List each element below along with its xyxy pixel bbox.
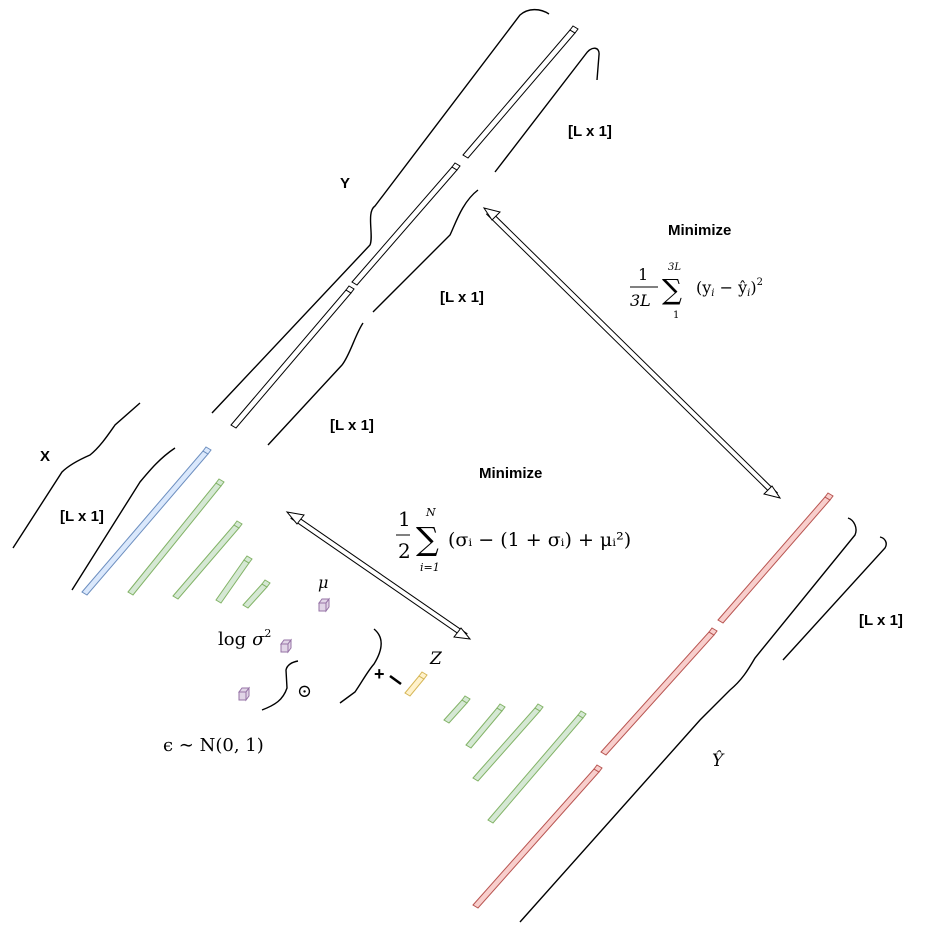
label-z: Z [429,649,443,669]
label-dim-y-2: [L x 1] [440,289,484,306]
mu-cube [318,597,330,613]
brace-y-seg1 [494,47,600,173]
label-plus: + [374,664,385,684]
brace-x [12,402,141,549]
z-bar [404,671,428,697]
svg-text:∑: ∑ [662,273,682,306]
label-minimize-top: Minimize [668,222,731,239]
brace-combine [261,660,299,711]
brace-yhat [519,517,857,923]
label-mu: μ [318,573,328,592]
svg-text:3L: 3L [630,291,651,310]
label-y: Y [340,175,350,192]
decoder-layers [443,695,587,824]
input-y-bars [230,25,579,429]
label-dim-x: [L x 1] [60,508,104,525]
bar-yhat-1 [472,764,603,909]
svg-text:(σᵢ − (1 + σᵢ) + μᵢ²): (σᵢ − (1 + σᵢ) + μᵢ²) [448,529,631,551]
bar-yhat-2 [600,627,718,756]
decoder-layer-1 [443,695,471,724]
brace-x-seg [71,447,176,591]
svg-text:N: N [425,506,436,519]
input-x-bar [81,446,212,596]
encoder-layer-4 [242,579,271,609]
label-epsilon: ϵ ∼ N(0, 1) [163,735,264,756]
encoder-layer-3 [215,555,253,604]
decoder-layer-3 [472,703,544,782]
epsilon-cube [238,686,250,702]
encoder-layer-1 [127,478,225,596]
svg-text:i=1: i=1 [420,561,440,574]
brace-y-seg3 [267,322,364,446]
bar-y-1 [230,285,355,429]
logsigma-cube [280,638,292,654]
svg-text:1: 1 [638,265,648,284]
brace-y [211,8,550,414]
label-dim-y-1: [L x 1] [568,123,612,140]
output-yhat-bars [472,492,834,909]
brace-mu-z [339,628,382,704]
svg-text:(yi − ŷi)2: (yi − ŷi)2 [696,277,763,299]
brace-y-seg2 [372,189,479,313]
label-yhat: Ŷ [712,750,725,771]
formula-kl: 1 2 N ∑ i=1 (σᵢ − (1 + σᵢ) + μᵢ²) [396,506,631,574]
label-dim-yhat: [L x 1] [859,612,903,629]
formula-reconstruction: 1 3L 3L ∑ 1 (yi − ŷi)2 [630,262,763,321]
label-dim-y-3: [L x 1] [330,417,374,434]
bar-yhat-3 [717,492,834,624]
encoder-layers [127,478,271,609]
svg-text:1: 1 [673,310,679,321]
label-minimize-mid: Minimize [479,465,542,482]
brace-yhat-seg [782,536,887,661]
decoder-layer-2 [465,703,506,749]
latent-cubes [238,597,330,702]
bar-y-2 [351,162,461,286]
svg-text:∑: ∑ [416,520,439,558]
arrows [285,207,782,640]
svg-text:1: 1 [398,507,411,531]
minus-mark [389,674,402,686]
svg-text:3L: 3L [668,262,681,273]
decoder-layer-4 [487,710,587,824]
encoder-layer-2 [172,520,243,600]
bar-y-3 [462,25,579,159]
label-x: X [40,448,50,465]
svg-text:2: 2 [398,539,411,563]
braces [12,8,887,923]
odot-symbol: ⊙ [297,681,312,702]
